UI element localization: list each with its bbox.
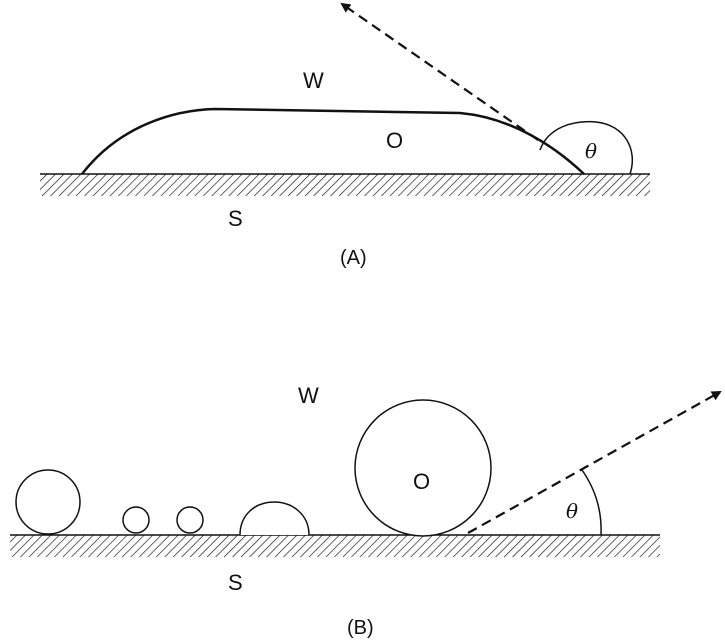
droplet-cap-a (539, 120, 634, 175)
oil-label-a: O (386, 128, 403, 153)
panel-a: W O θ S (A) (40, 2, 650, 269)
panel-b: W O θ S (B) (10, 383, 722, 639)
caption-b: (B) (347, 617, 374, 639)
angle-label-b: θ (566, 499, 578, 523)
oil-droplet-large-left (15, 469, 81, 535)
solid-substrate-b (10, 535, 660, 557)
angle-label-a: θ (585, 139, 597, 163)
water-label-b: W (298, 383, 319, 408)
solid-label-b: S (228, 570, 243, 595)
tangent-arrow-a (340, 2, 539, 141)
water-label-a: W (303, 68, 324, 93)
oil-droplet-main (354, 399, 492, 537)
contact-angle-arc-b (581, 469, 602, 536)
oil-droplet-small-2 (176, 506, 204, 534)
solid-label-a: S (228, 206, 243, 231)
oil-droplet-cap (239, 501, 310, 536)
oil-label-b: O (413, 469, 430, 494)
solid-substrate-a (40, 174, 650, 196)
oil-film-a (81, 107, 585, 175)
tangent-arrow-b (467, 391, 722, 534)
oil-droplet-small-1 (122, 506, 150, 534)
caption-a: (A) (340, 247, 367, 269)
